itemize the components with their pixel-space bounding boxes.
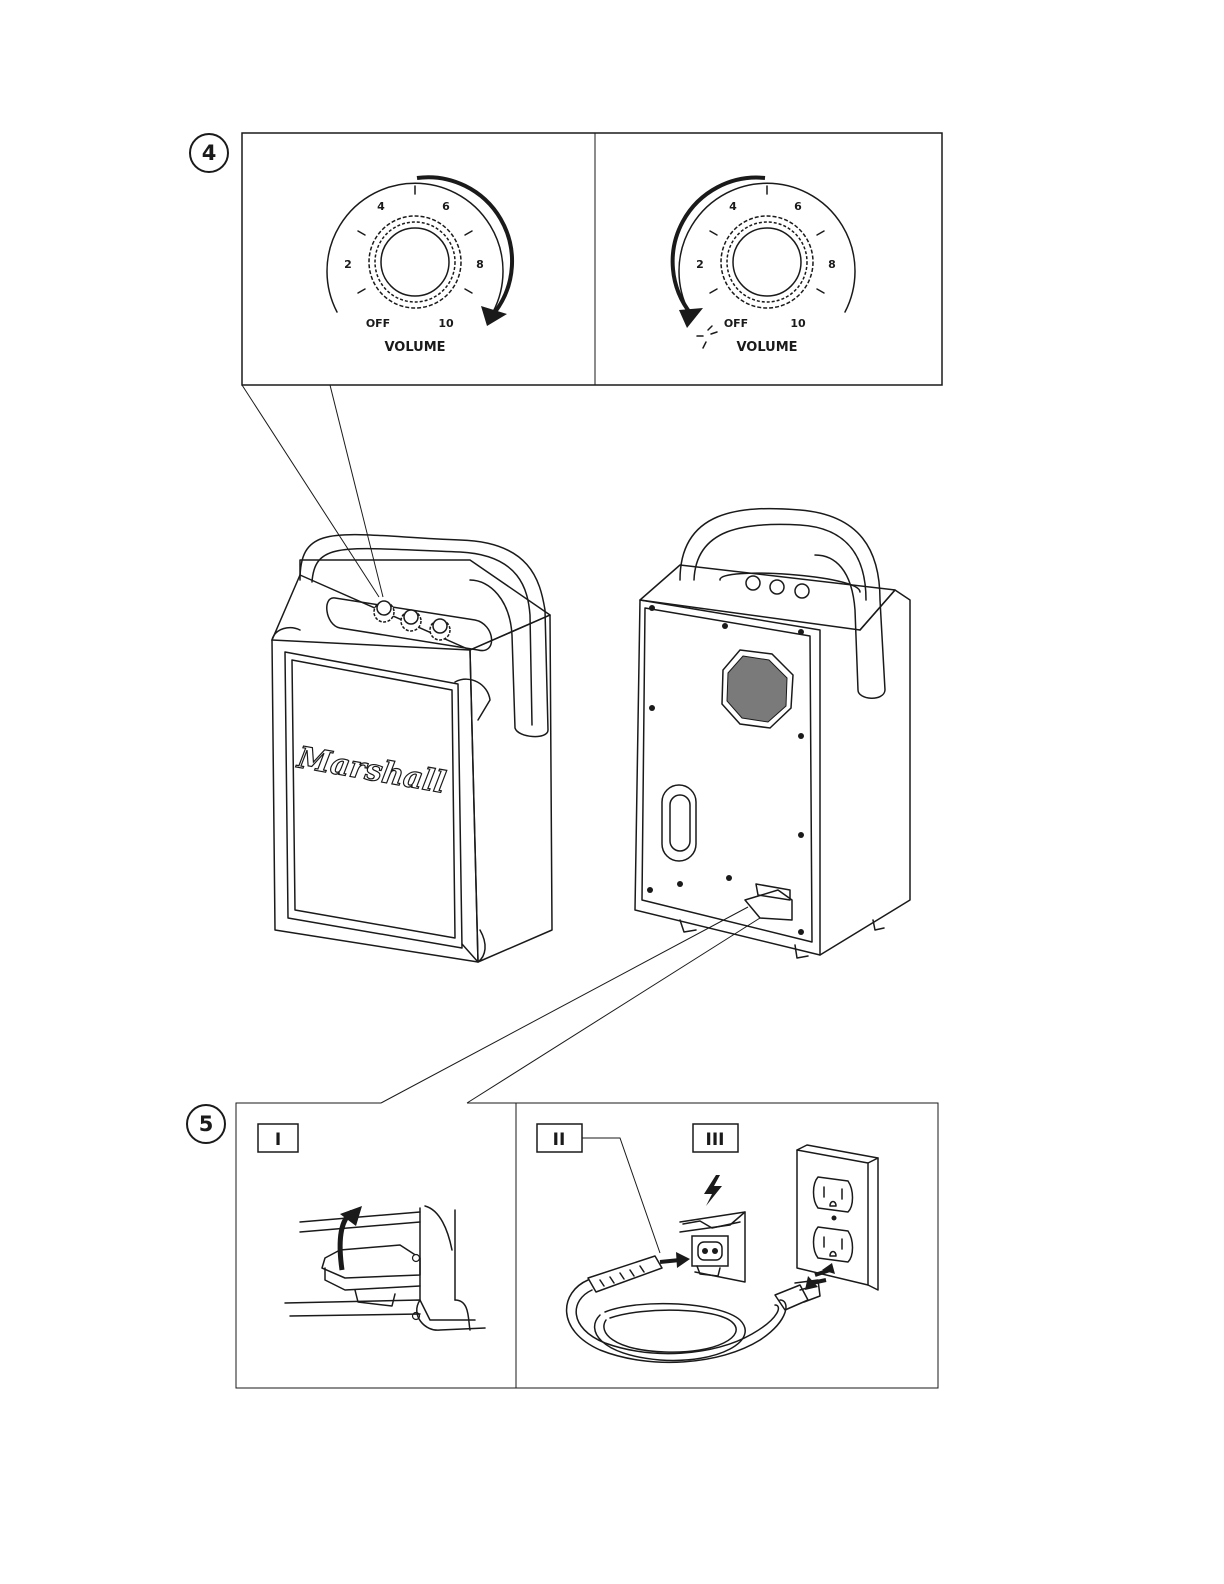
dial-caption: VOLUME [384, 340, 445, 355]
substep-i-label: I [275, 1130, 281, 1150]
lift-arrow-icon [340, 1206, 362, 1270]
speaker-back [635, 509, 910, 958]
back-screws [647, 605, 804, 935]
dial-tick-4: 4 [377, 200, 385, 213]
step-4-number: 4 [202, 141, 217, 165]
speaker-front: Marshall [272, 535, 552, 962]
rear-speaker-grille [722, 650, 793, 728]
wall-outlet-illustration [797, 1145, 878, 1290]
substep-iii-label-box: III [693, 1124, 738, 1152]
volume-panel: 2 4 6 8 OFF 10 VOLUME [242, 133, 942, 385]
dial-tick-4: 4 [729, 200, 737, 213]
dial-label-off: OFF [366, 317, 390, 330]
dial-tick-2: 2 [344, 258, 352, 271]
power-cable-illustration [567, 1256, 820, 1362]
substep-ii-leader [582, 1138, 660, 1253]
dial-label-off: OFF [724, 317, 748, 330]
dial-tick-8: 8 [476, 258, 484, 271]
rear-port [662, 785, 696, 861]
front-knobs [374, 601, 450, 640]
dial-tick-6: 6 [794, 200, 802, 213]
substep-ii-label: II [553, 1130, 566, 1150]
step-4-callout-lines [242, 385, 383, 597]
dial-label-10: 10 [790, 317, 806, 330]
knob-ring [721, 216, 813, 308]
step-5-callout-lines [381, 907, 760, 1103]
substep-ii-label-box: II [537, 1124, 582, 1152]
lightning-icon [704, 1175, 722, 1206]
power-panel: I II [236, 1103, 938, 1388]
dial-caption: VOLUME [736, 340, 797, 355]
speaker-logo: Marshall [294, 740, 448, 801]
step-4-badge: 4 [190, 134, 228, 172]
step-5-number: 5 [199, 1112, 214, 1136]
rear-power-socket [745, 884, 792, 920]
speaker-inlet-illustration [680, 1212, 745, 1282]
substep-i-illustration [285, 1206, 485, 1330]
knob-ring [369, 216, 461, 308]
dial-tick-6: 6 [442, 200, 450, 213]
dial-label-10: 10 [438, 317, 454, 330]
step-5-badge: 5 [187, 1105, 225, 1143]
outlet-socket-bottom [814, 1227, 853, 1262]
substep-iii-label: III [706, 1130, 725, 1150]
dial-tick-2: 2 [696, 258, 704, 271]
dial-tick-8: 8 [828, 258, 836, 271]
substep-i-label-box: I [258, 1124, 298, 1152]
outlet-socket-top [814, 1177, 853, 1212]
